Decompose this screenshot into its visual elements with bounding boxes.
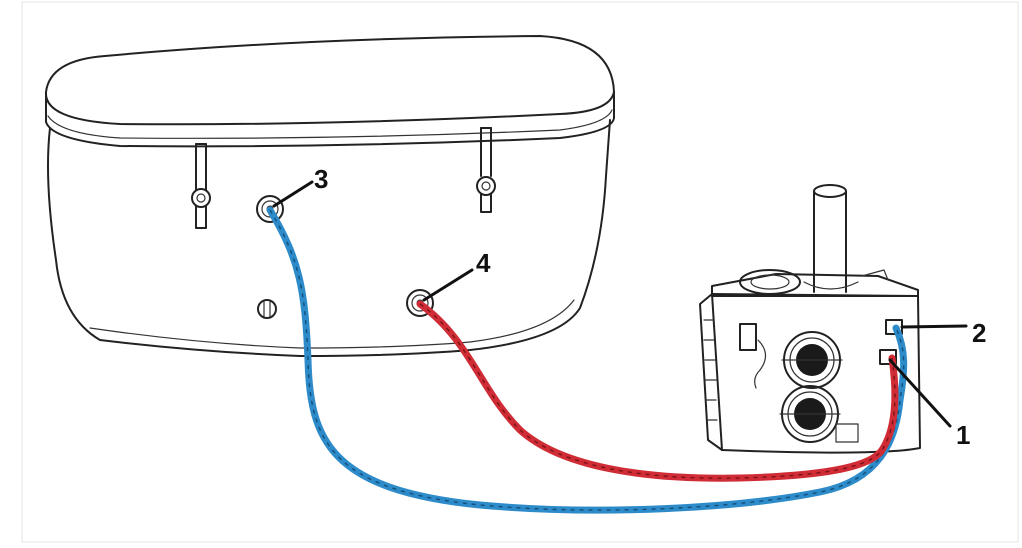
frame-border [21,1,1019,543]
callout-4-label: 4 [476,248,491,278]
tub-drain-plug [257,299,277,319]
callout-3-leader [272,180,314,208]
heater-body [711,293,921,454]
hose-red [416,300,899,482]
tub-strap-left [191,143,211,229]
heater-chimney [813,191,847,293]
callout-4-leader [422,268,474,302]
heater-vent-upper [781,331,843,389]
heater-label-plate [835,423,859,443]
tub-lid-top [44,35,615,126]
heater-top-fan [739,269,801,295]
callout-2: 2 [900,318,986,348]
tub-bottom-band [89,299,575,349]
callout-1: 1 [888,358,970,450]
tub-lid-rim [45,91,615,148]
tub [44,35,615,357]
callout-4: 4 [422,248,491,302]
callout-2-leader [900,324,968,329]
callout-1-leader [888,358,952,428]
hose-red-core [416,300,899,482]
heater-control-panel [739,323,757,351]
hose-blue [266,206,908,514]
callout-2-label: 2 [972,318,986,348]
callout-3: 3 [272,164,328,208]
heater-port-1 [879,349,897,365]
tub-body [47,119,611,357]
heater-chimney-top [813,184,847,198]
tub-lid-rim-line [47,109,613,139]
heater-unit [699,184,921,454]
callout-3-label: 3 [314,164,328,194]
hose-blue-texture [269,209,905,511]
heater-side-panel [699,293,723,451]
heater-vent-lower [779,385,841,443]
callout-1-label: 1 [956,420,970,450]
tub-strap-right [476,127,496,213]
